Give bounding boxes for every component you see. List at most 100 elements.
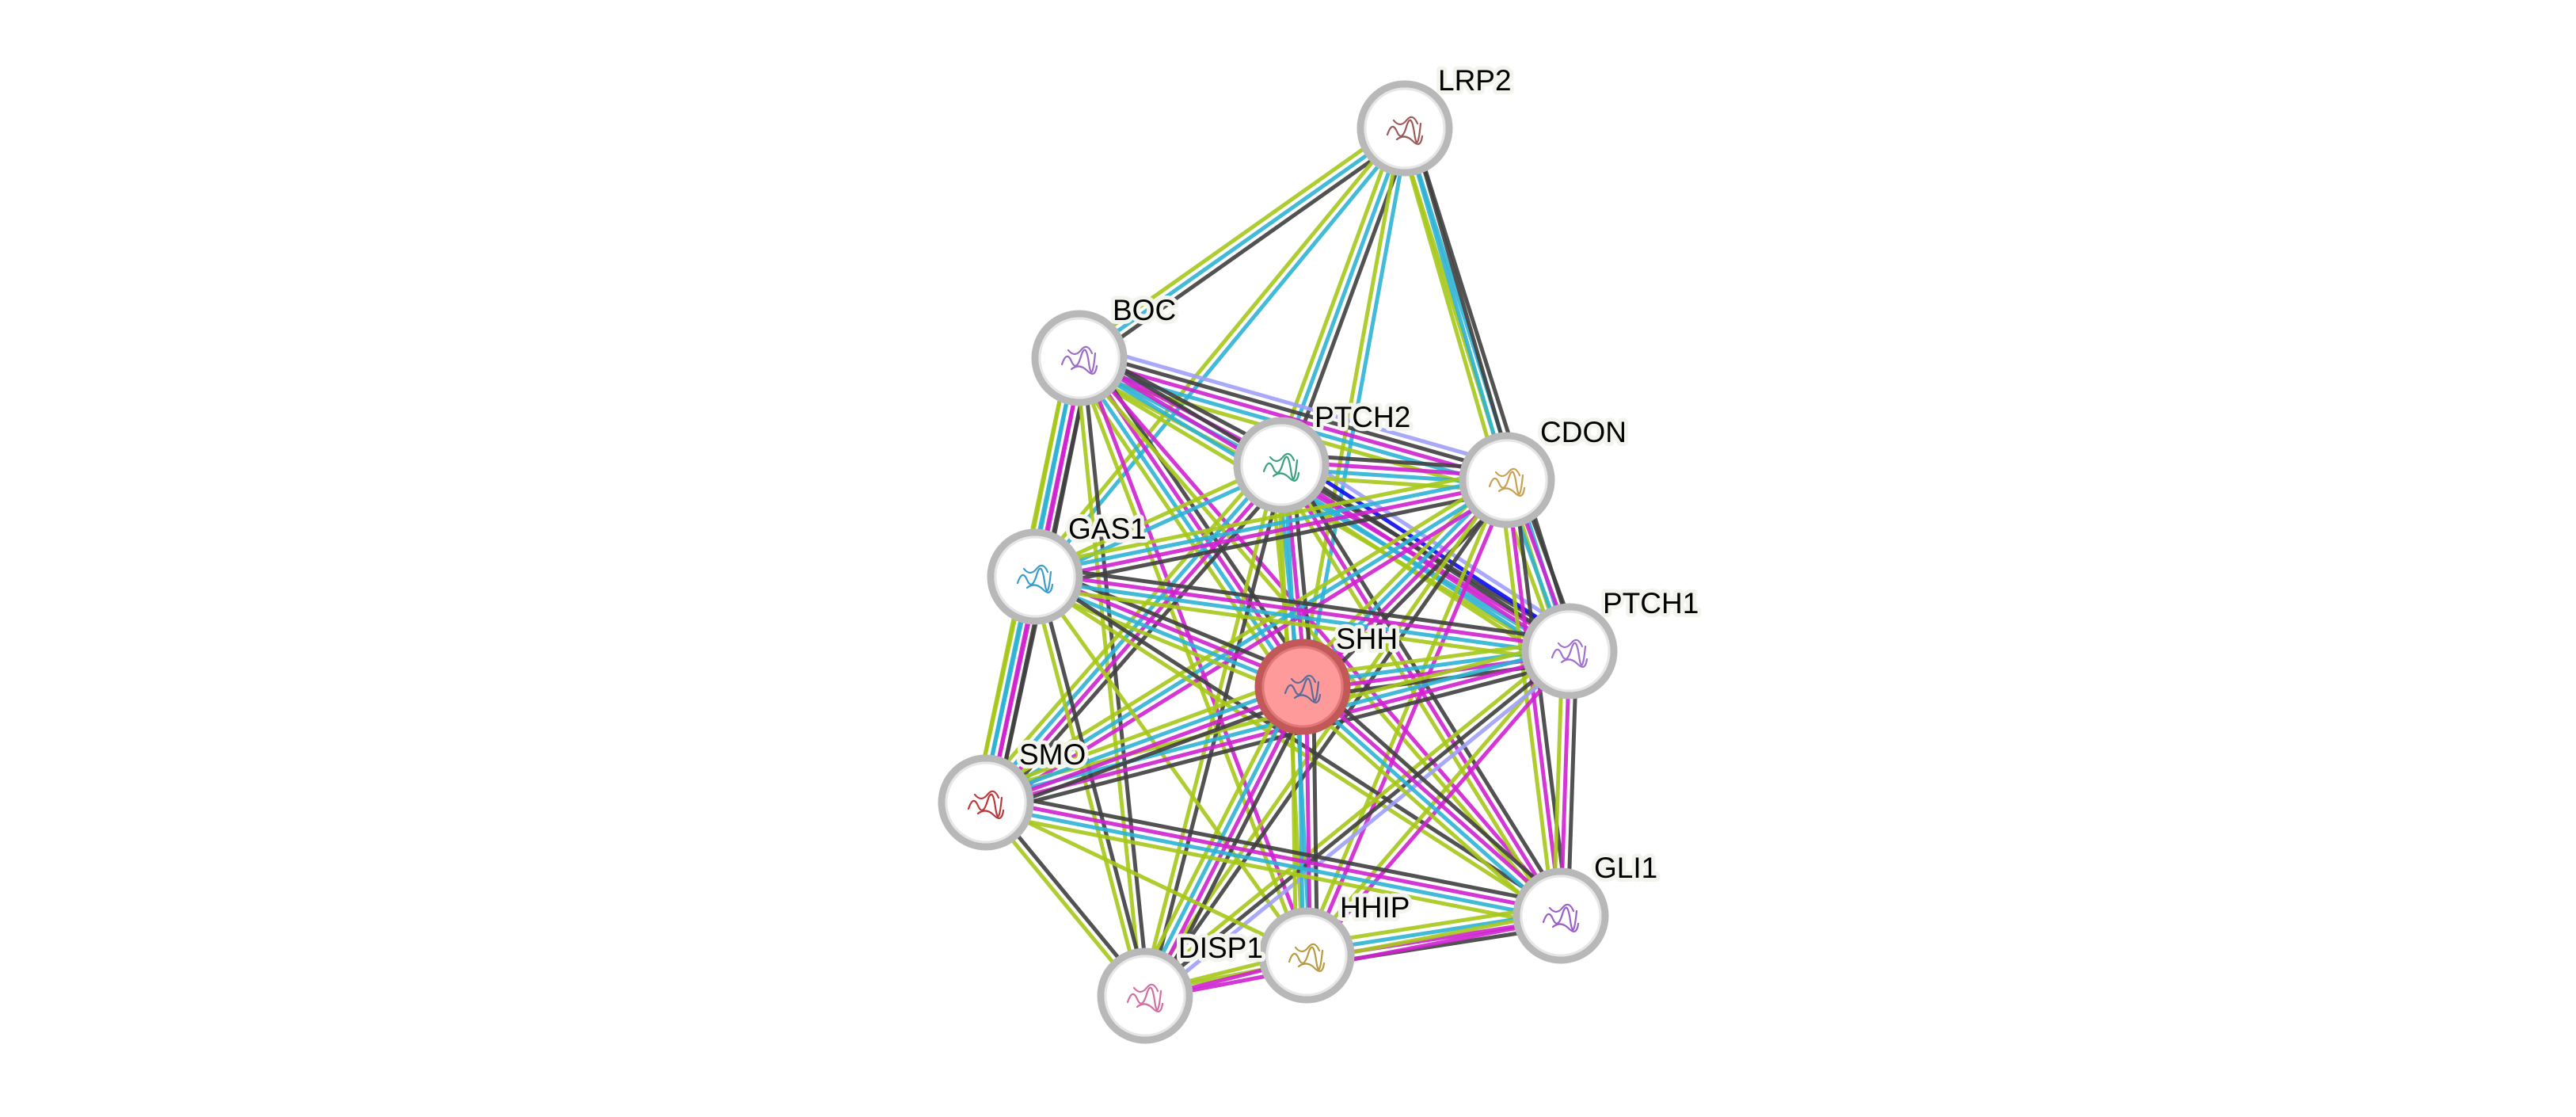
node-label-cdon: CDON: [1540, 416, 1627, 448]
edge-line-textmining: [981, 674, 1300, 795]
node-circle: [987, 528, 1083, 625]
node-gas1[interactable]: [987, 528, 1083, 625]
edge-line-textmining: [1074, 120, 1402, 354]
protein-structure-icon: [1262, 452, 1300, 482]
protein-structure-icon: [1126, 983, 1164, 1012]
edge-line-coexpression: [1037, 488, 1510, 589]
edge-line-database: [1075, 359, 1302, 690]
node-label-shh: SHH: [1336, 623, 1398, 655]
edge-line-textmining: [1395, 129, 1502, 483]
node-inner-ring: [1520, 875, 1602, 957]
node-circle: [1097, 947, 1193, 1044]
edge-line-coexpression: [1082, 132, 1410, 366]
node-label-hhip: HHIP: [1340, 891, 1410, 924]
node-circle: [1233, 417, 1330, 513]
edge-line-coexpression: [1036, 564, 1572, 643]
edge-line-textmining: [1139, 644, 1566, 992]
node-circle: [1258, 907, 1355, 1004]
edge-ptch1-disp1[interactable]: [1139, 644, 1576, 1003]
edge-line-database: [1299, 688, 1560, 921]
node-inner-ring: [1466, 439, 1548, 521]
edge-line-textmining: [980, 472, 1505, 799]
node-lrp2[interactable]: [1356, 80, 1453, 177]
node-label-ptch1: PTCH1: [1603, 587, 1699, 619]
edge-line-experiments: [1303, 682, 1565, 915]
edge-line-experiments: [1080, 353, 1573, 650]
edge-line-textmining: [1074, 358, 1306, 958]
edge-line-database: [981, 461, 1280, 802]
edge-smo-gli1[interactable]: [983, 790, 1564, 928]
protein-structure-icon: [967, 790, 1005, 819]
node-inner-ring: [1364, 87, 1446, 170]
node-label-gas1: GAS1: [1068, 513, 1147, 545]
node-label-lrp2: LRP2: [1438, 64, 1512, 97]
protein-structure-icon: [1284, 674, 1322, 703]
edge-line-coexpression: [1146, 481, 1512, 1000]
edge-line-experiments: [1080, 354, 1566, 915]
edge-line-database: [1279, 128, 1407, 466]
node-ptch1[interactable]: [1521, 603, 1618, 700]
edge-boc-gli1[interactable]: [1075, 354, 1566, 920]
node-layer: [938, 80, 1618, 1044]
node-inner-ring: [1528, 610, 1611, 692]
node-circle: [1031, 310, 1128, 406]
edge-lrp2-cdon[interactable]: [1395, 125, 1516, 483]
node-circle: [1356, 80, 1453, 177]
edge-line-textmining: [1032, 578, 1560, 921]
edge-line-experiments: [1035, 571, 1305, 686]
node-label-boc: BOC: [1113, 294, 1176, 326]
node-inner-ring: [1038, 317, 1121, 399]
edge-line-experiments: [1035, 571, 1570, 650]
node-inner-ring: [994, 536, 1076, 618]
edge-line-experiments: [986, 688, 1305, 808]
edge-line-coexpression: [1080, 357, 1151, 996]
edge-line-textmining: [984, 800, 1308, 958]
protein-structure-icon: [1551, 639, 1589, 668]
edge-line-textmining: [1032, 467, 1505, 569]
node-circle: [1254, 639, 1351, 735]
edge-line-textmining: [1497, 480, 1556, 917]
edge-line-coexpression: [988, 695, 1307, 815]
node-circle: [1459, 432, 1555, 528]
edge-smo-hhip[interactable]: [984, 800, 1308, 958]
edge-shh-gli1[interactable]: [1294, 677, 1570, 925]
edge-line-experiments: [986, 797, 1562, 915]
edge-line-coexpression: [1080, 349, 1510, 475]
node-ptch2[interactable]: [1233, 417, 1330, 513]
edge-lrp2-boc[interactable]: [1074, 120, 1410, 366]
edge-line-coexpression: [1308, 677, 1570, 909]
edge-line-coexpression: [1410, 125, 1516, 479]
edge-cdon-gas1[interactable]: [1032, 467, 1510, 589]
edge-line-database: [1034, 578, 1570, 657]
edge-line-database: [1078, 126, 1406, 360]
edge-gas1-ptch1[interactable]: [1033, 564, 1572, 664]
node-shh[interactable]: [1254, 639, 1351, 735]
node-disp1[interactable]: [1097, 947, 1193, 1044]
node-inner-ring: [1265, 914, 1348, 997]
edge-line-experiments: [1146, 687, 1308, 999]
node-cdon[interactable]: [1459, 432, 1555, 528]
node-smo[interactable]: [938, 754, 1034, 851]
protein-structure-icon: [1060, 345, 1098, 375]
edge-line-experiments: [1035, 481, 1509, 582]
edge-shh-smo[interactable]: [981, 674, 1307, 815]
protein-structure-icon: [1488, 467, 1526, 497]
protein-structure-icon: [1016, 564, 1054, 593]
node-circle: [1521, 603, 1618, 700]
edge-line-textmining: [1030, 124, 1404, 576]
edge-line-coexpression: [987, 790, 1564, 908]
node-label-smo: SMO: [1019, 738, 1086, 771]
edge-line-coexpression: [1083, 347, 1577, 644]
edge-line-textmining: [1297, 127, 1404, 687]
node-gli1[interactable]: [1512, 867, 1609, 964]
edge-line-database: [984, 803, 1561, 921]
node-inner-ring: [1261, 646, 1344, 728]
node-hhip[interactable]: [1258, 907, 1355, 1004]
node-circle: [938, 754, 1034, 851]
edge-line-textmining: [1140, 463, 1280, 996]
edge-line-textmining: [983, 810, 1559, 928]
edge-line-textmining: [1075, 359, 1560, 920]
edge-line-homology: [1148, 655, 1576, 1003]
node-boc[interactable]: [1031, 310, 1128, 406]
